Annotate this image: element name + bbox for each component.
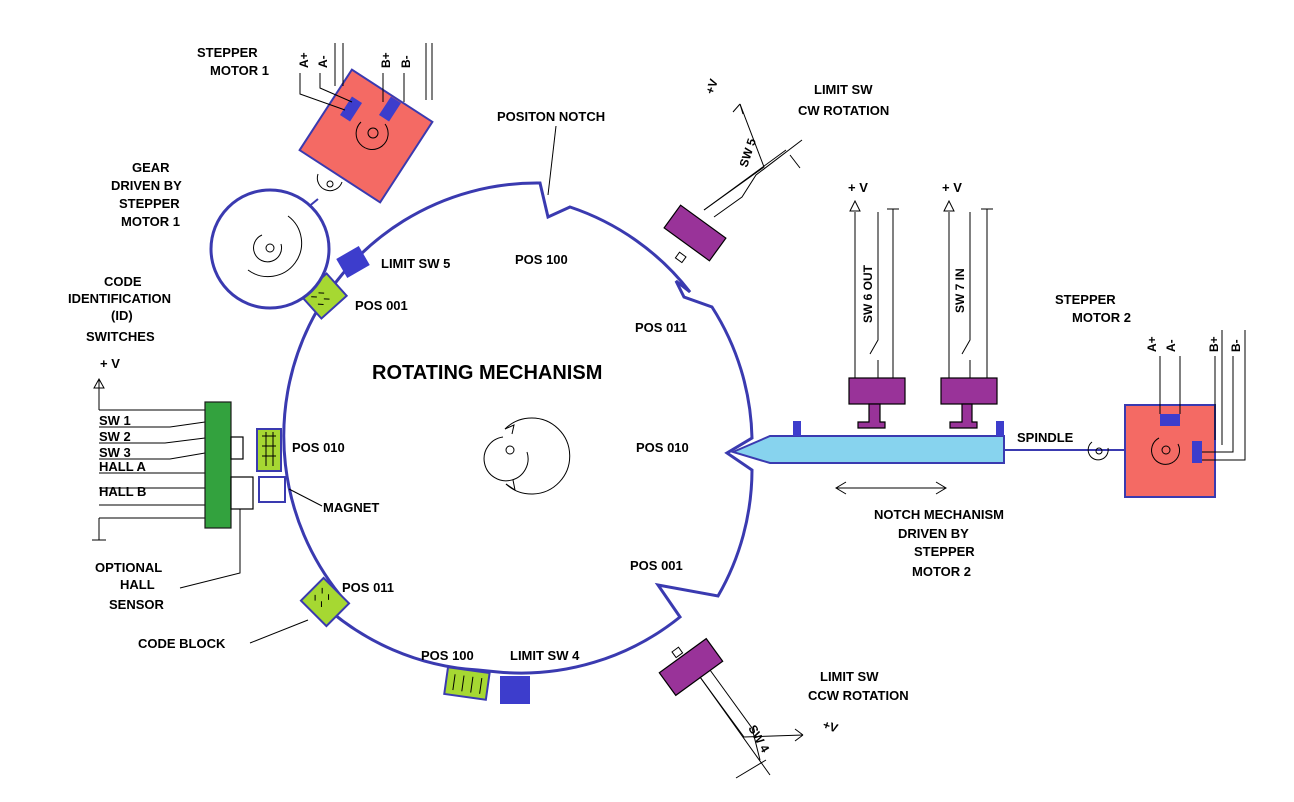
motor-1-pin-a-minus: A- [316, 55, 330, 68]
pos-label-code-011: POS 011 [342, 580, 394, 595]
magnet-block [258, 476, 286, 503]
code-block-label: CODE BLOCK [138, 636, 226, 651]
stepper-motor-2-label-2: MOTOR 2 [1072, 310, 1131, 325]
spindle-rotation-icon [1087, 441, 1109, 461]
sw4-label: SW 4 [745, 723, 772, 756]
rotating-mechanism-title: ROTATING MECHANISM [372, 362, 602, 384]
optional-hall-label-3: SENSOR [109, 597, 165, 612]
plus-v-tilted-bottom: +V [821, 718, 840, 736]
limit-sw-5-label: LIMIT SW 5 [381, 256, 450, 271]
sw6-out-label: SW 6 OUT [861, 264, 875, 323]
code-id-plus-v: + V [100, 356, 120, 371]
rotation-arrow-icon [483, 417, 571, 495]
sw-3-label: SW 3 [99, 445, 131, 460]
hall-sensor-tab [230, 476, 254, 510]
magnet-label: MAGNET [323, 500, 379, 515]
sw6-out-switch [848, 199, 906, 429]
sw-1-label: SW 1 [99, 413, 131, 428]
id-switch-lines [92, 409, 206, 541]
limit-cw-label-1: LIMIT SW [814, 82, 873, 97]
code-id-label-2: IDENTIFICATION [68, 291, 171, 306]
position-notch-label: POSITON NOTCH [497, 109, 605, 124]
pos-label-code-010: POS 010 [292, 440, 345, 455]
hall-sensor-leader [179, 509, 241, 589]
pos-label-code-001: POS 001 [355, 298, 408, 313]
notch-mech-label-4: MOTOR 2 [912, 564, 971, 579]
limit-ccw-label-2: CCW ROTATION [808, 688, 909, 703]
pos-label-code-100: POS 100 [421, 648, 474, 663]
motor-1-pin-b-minus: B- [399, 55, 413, 68]
motor-1-pin-b-plus: B+ [379, 52, 393, 68]
hall-b-label: HALL B [99, 484, 146, 499]
gear-label-2: DRIVEN BY [111, 178, 182, 193]
spindle-label: SPINDLE [1017, 430, 1074, 445]
hall-a-label: HALL A [99, 459, 147, 474]
motor-2-pin-b-minus: B- [1229, 339, 1243, 352]
sw7-in-switch [940, 199, 998, 429]
limit-switch-cw [663, 103, 803, 264]
pos-label-inner-010: POS 010 [636, 440, 689, 455]
notch-travel-arrow [835, 481, 947, 495]
notch-spindle [730, 421, 1125, 464]
id-switch-tab-1 [230, 436, 244, 460]
limit-ccw-label-1: LIMIT SW [820, 669, 879, 684]
plus-v-sw7: + V [942, 180, 962, 195]
plus-v-sw6: + V [848, 180, 868, 195]
gear-label-1: GEAR [132, 160, 170, 175]
motor-2-pin-a-minus: A- [1164, 339, 1178, 352]
optional-hall-label-2: HALL [120, 577, 155, 592]
stepper-motor-1-label-2: MOTOR 1 [210, 63, 269, 78]
sw7-in-label: SW 7 IN [953, 268, 967, 313]
motor-2-pin-b-plus: B+ [1207, 336, 1221, 352]
sw5-label: SW 5 [737, 136, 759, 169]
id-switch-block [204, 401, 232, 529]
code-block-010 [256, 428, 282, 472]
stepper-motor-1-label-1: STEPPER [197, 45, 258, 60]
notch-mech-label-3: STEPPER [914, 544, 975, 559]
motor-1-pin-a-plus: A+ [297, 52, 311, 68]
pos-label-inner-top: POS 100 [515, 252, 568, 267]
notch-mech-label-2: DRIVEN BY [898, 526, 969, 541]
gear-label-3: STEPPER [119, 196, 180, 211]
gear-driven-by-motor-1 [209, 188, 331, 310]
gear-label-4: MOTOR 1 [121, 214, 180, 229]
pos-label-inner-011: POS 011 [635, 320, 687, 335]
stepper-motor-1 [298, 68, 434, 209]
plus-v-tilted-top: +V [703, 77, 721, 96]
position-notch-leader [547, 125, 557, 196]
motor-1-wires [299, 43, 433, 111]
code-block-100 [443, 666, 491, 701]
plus-v-arrow-left [93, 377, 105, 410]
optional-hall-label-1: OPTIONAL [95, 560, 162, 575]
notch-mech-label-1: NOTCH MECHANISM [874, 507, 1004, 522]
motor-2-wires [1159, 330, 1246, 461]
code-id-label-4: SWITCHES [86, 329, 155, 344]
limit-sw-4-label: LIMIT SW 4 [510, 648, 580, 663]
code-block-011 [299, 576, 351, 628]
pos-label-inner-001: POS 001 [630, 558, 683, 573]
code-id-label-3: (ID) [111, 308, 133, 323]
code-block-leader [249, 619, 309, 644]
stepper-motor-2-label-1: STEPPER [1055, 292, 1116, 307]
motor-2-pin-a-plus: A+ [1145, 336, 1159, 352]
stepper-motor-2 [1124, 404, 1216, 498]
limit-sw-4-block [500, 676, 530, 704]
limit-cw-label-2: CW ROTATION [798, 103, 889, 118]
code-id-label-1: CODE [104, 274, 142, 289]
limit-sw-5-block [336, 245, 370, 279]
magnet-leader [288, 488, 323, 507]
limit-switch-ccw [658, 637, 804, 779]
motor-1-rotation-icon [316, 173, 343, 192]
sw-2-label: SW 2 [99, 429, 131, 444]
